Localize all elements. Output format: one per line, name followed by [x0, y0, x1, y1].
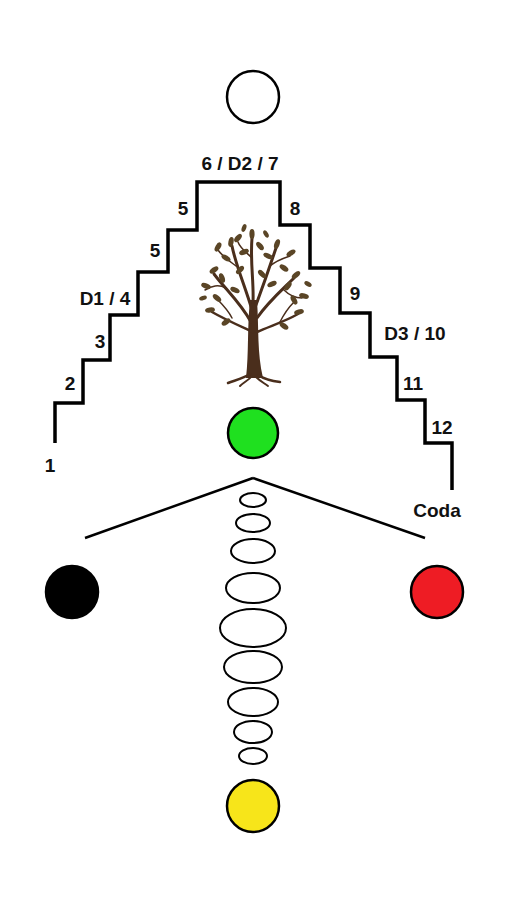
step-label: 11: [403, 374, 423, 393]
tree-leaves: [198, 223, 312, 331]
step-label: 3: [95, 332, 106, 351]
ellipse-chain: [220, 493, 286, 764]
red-circle: [411, 566, 463, 618]
tree-roots: [228, 374, 280, 386]
step-label: 5: [178, 199, 189, 218]
staircase-line: [55, 182, 452, 490]
white-circle: [227, 71, 279, 123]
step-label: 12: [431, 418, 452, 437]
tree-illustration: [198, 223, 312, 386]
step-label: 8: [290, 199, 301, 218]
step-label: D3 / 10: [384, 324, 445, 343]
black-circle: [46, 566, 98, 618]
step-label: 2: [65, 374, 76, 393]
step-label: D1 / 4: [80, 289, 131, 308]
tree-branches: [205, 238, 302, 332]
green-circle: [228, 408, 278, 458]
step-label: Coda: [413, 501, 461, 520]
branch-line: [85, 478, 253, 538]
step-label: 6 / D2 / 7: [201, 154, 278, 173]
step-label: 5: [150, 241, 161, 260]
step-label: 9: [350, 284, 361, 303]
yellow-circle: [227, 780, 279, 832]
branch-line: [253, 478, 425, 538]
step-label: 1: [45, 456, 56, 475]
